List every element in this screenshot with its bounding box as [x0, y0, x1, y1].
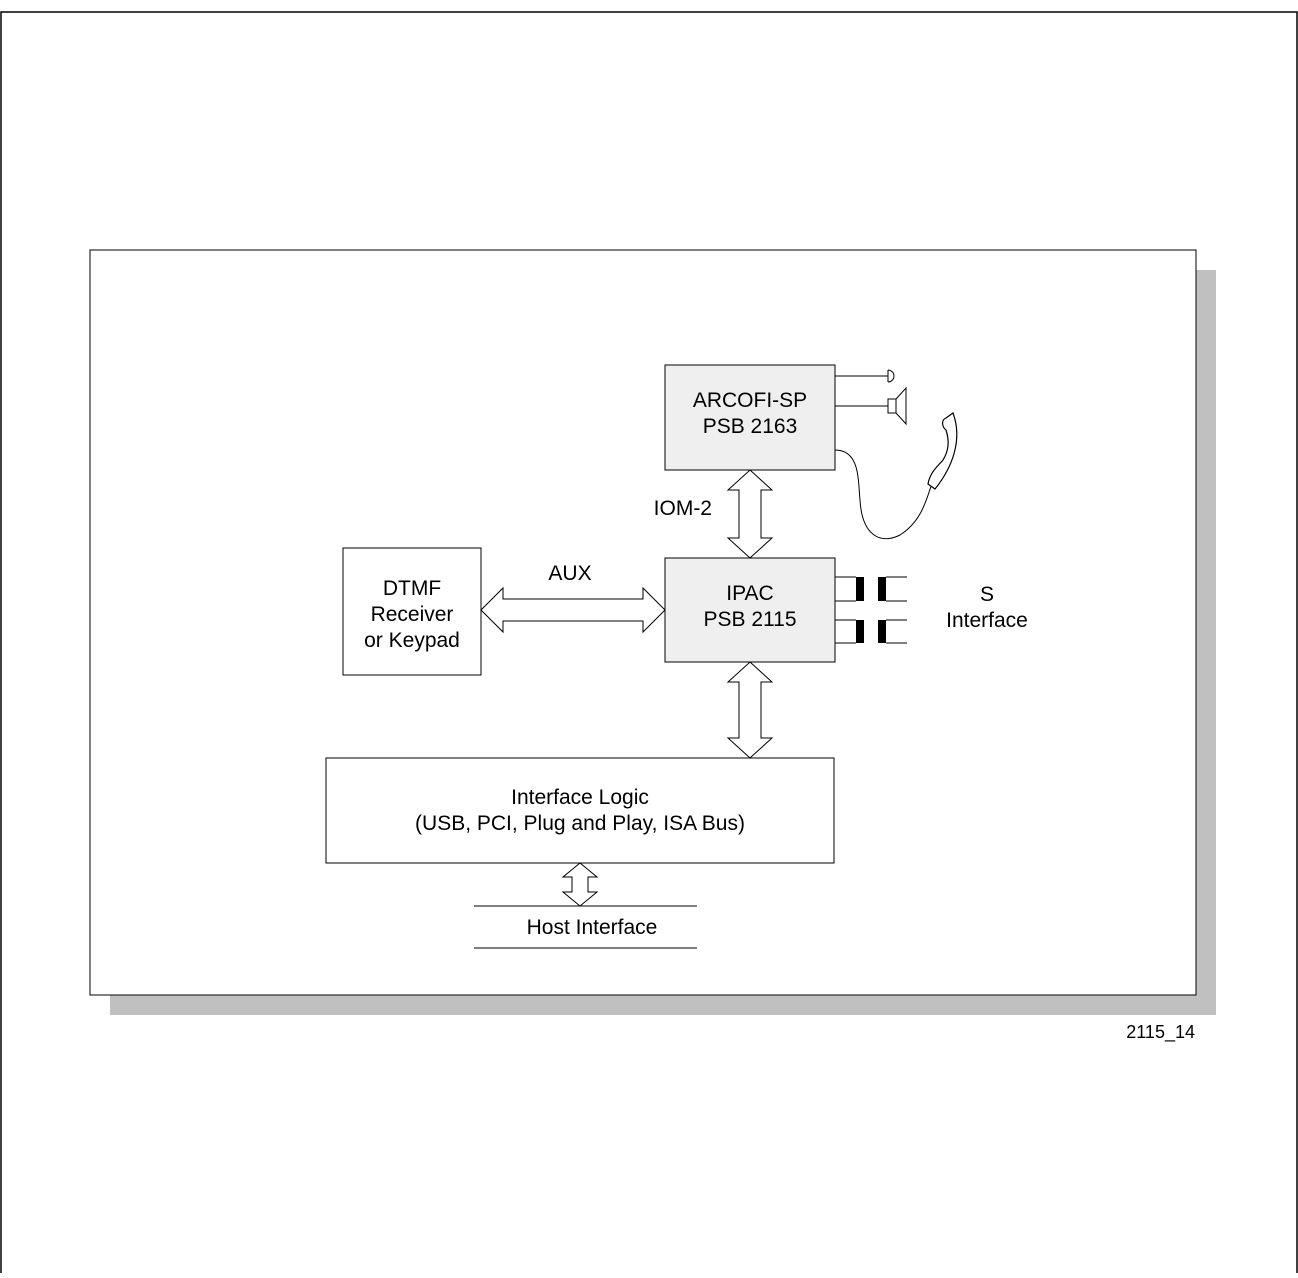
dtmf-line2: Receiver — [371, 603, 454, 626]
arcofi-block: ARCOFI-SP PSB 2163 — [664, 364, 836, 471]
dtmf-line3: or Keypad — [364, 629, 460, 652]
aux-bus-arrow — [480, 586, 666, 634]
ipac-part-number: PSB 2115 — [703, 608, 796, 631]
figure-id: 2115_14 — [1126, 1022, 1195, 1043]
dtmf-block: DTMF Receiver or Keypad — [342, 547, 482, 676]
ipac-name: IPAC — [726, 582, 773, 605]
host-interface-label: Host Interface — [527, 916, 658, 939]
interface-logic-block: Interface Logic (USB, PCI, Plug and Play… — [325, 757, 835, 864]
iom-label: IOM-2 — [654, 497, 712, 520]
transformer-icon — [835, 576, 907, 644]
speaker-icon — [835, 386, 907, 426]
interface-logic-title: Interface Logic — [511, 786, 649, 809]
s-interface-label-2: Interface — [946, 609, 1028, 632]
microphone-icon — [835, 369, 895, 383]
arcofi-part-number: PSB 2163 — [703, 415, 798, 438]
interface-logic-buses: (USB, PCI, Plug and Play, ISA Bus) — [415, 812, 745, 835]
page-border — [0, 11, 1298, 1278]
ipac-block: IPAC PSB 2115 — [664, 557, 836, 663]
aux-label: AUX — [548, 562, 591, 585]
arcofi-name: ARCOFI-SP — [693, 389, 807, 412]
dtmf-line1: DTMF — [383, 577, 441, 600]
handset-icon — [834, 412, 958, 540]
s-interface-label-1: S — [980, 583, 994, 606]
